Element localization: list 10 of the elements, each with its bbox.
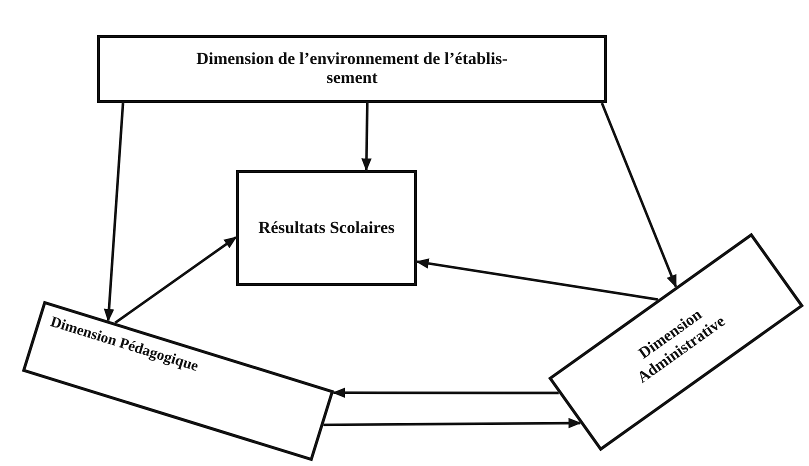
arrow: [324, 418, 582, 428]
arrow: [361, 102, 372, 172]
box-label: Résultats Scolaires: [258, 218, 395, 238]
arrow: [416, 258, 658, 301]
arrow: [600, 102, 678, 288]
text-box: [97, 35, 607, 103]
arrow: [104, 102, 124, 322]
box-label: Dimension de l’environnement de l’établis- sement: [195, 50, 509, 88]
text-box: [236, 170, 417, 286]
arrow: [114, 236, 238, 324]
